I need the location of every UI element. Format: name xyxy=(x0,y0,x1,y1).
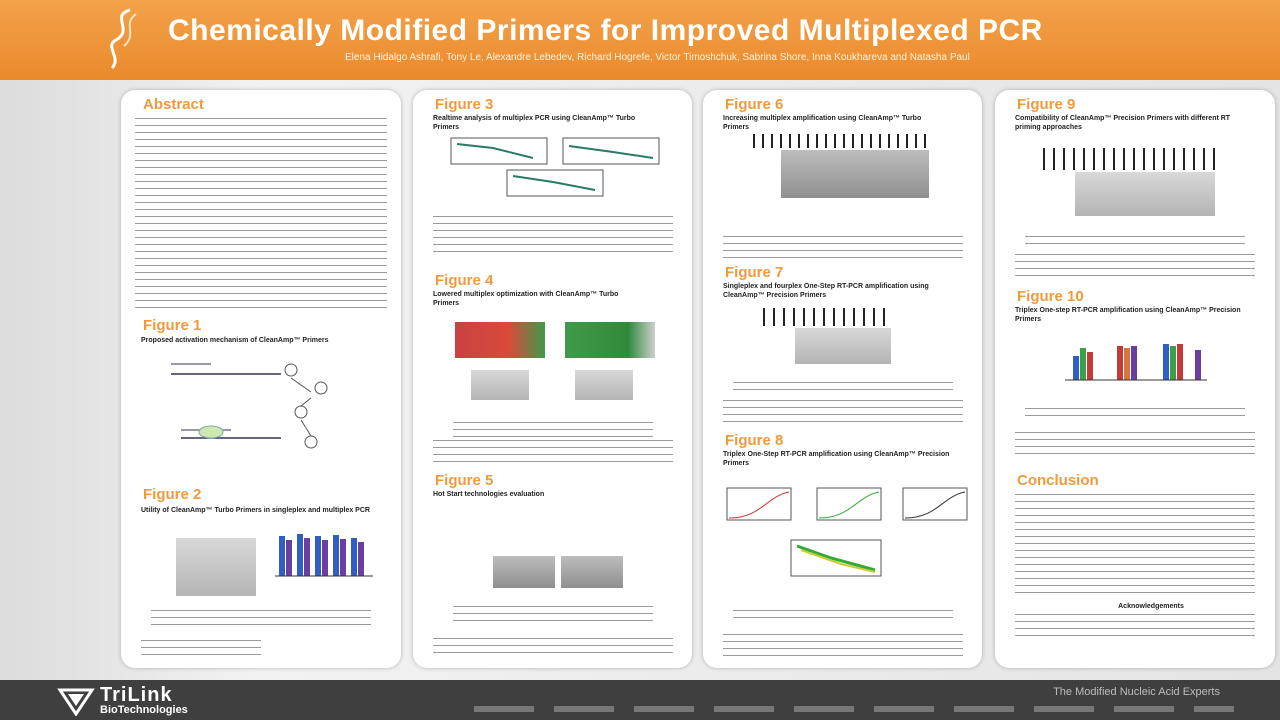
acknowledgements-heading: Acknowledgements xyxy=(1118,603,1184,610)
trilink-swirl-icon xyxy=(110,8,137,70)
figure-4-caption xyxy=(453,422,653,438)
figure-2-heading: Figure 2 xyxy=(143,486,202,503)
figure-7-footnote xyxy=(723,400,963,424)
figure-4-gel-left xyxy=(471,370,529,400)
figure-2-caption xyxy=(151,610,371,626)
figure-4-subtitle: Lowered multiplex optimization with Clea… xyxy=(433,291,619,307)
figure-2-gel xyxy=(176,538,256,596)
figure-7-subtitle: Singleplex and fourplex One-Step RT-PCR … xyxy=(723,283,929,299)
figure-5-subtitle: Hot Start technologies evaluation xyxy=(433,491,545,498)
figure-10-heading: Figure 10 xyxy=(1017,288,1084,305)
figure-6-caption xyxy=(733,210,953,226)
panel-figures-6-8: Figure 6 Increasing multiplex amplificat… xyxy=(703,90,982,668)
figure-6-footnote xyxy=(723,236,963,262)
figure-6-heading: Figure 6 xyxy=(725,96,784,113)
figure-8-footnote xyxy=(723,634,963,656)
figure-5-caption xyxy=(453,606,653,622)
figure-5-gel-right xyxy=(561,556,623,588)
figure-7-heading: Figure 7 xyxy=(725,264,784,281)
abstract-heading: Abstract xyxy=(143,96,204,113)
poster-header xyxy=(0,0,1280,80)
figure-8-caption xyxy=(733,610,953,624)
figure-9-footnote xyxy=(1015,254,1255,276)
figure-4-heatmap-left xyxy=(455,322,545,358)
figure-10-caption xyxy=(1025,408,1245,422)
panel-figures-9-10-conclusion: Figure 9 Compatibility of CleanAmp™ Prec… xyxy=(995,90,1275,668)
panel-abstract: Abstract Figure 1 Proposed activation me… xyxy=(121,90,401,668)
figure-9-heading: Figure 9 xyxy=(1017,96,1076,113)
figure-7-gel xyxy=(795,328,891,364)
abstract-body-text xyxy=(135,118,387,314)
footer-tagline: The Modified Nucleic Acid Experts xyxy=(1053,686,1220,698)
figure-9-gel xyxy=(1075,172,1215,216)
figure-3-realtime-plots xyxy=(450,137,660,197)
trilink-logo-icon xyxy=(57,688,95,716)
footer-contact-line xyxy=(474,706,1234,712)
figure-8-subtitle: Triplex One-Step RT-PCR amplification us… xyxy=(723,451,950,467)
figure-1-mechanism-diagram xyxy=(171,363,328,449)
figure-4-gel-right xyxy=(575,370,633,400)
figure-3-subtitle: Realtime analysis of multiplex PCR using… xyxy=(433,115,636,131)
figure-10-bar-chart xyxy=(1065,344,1207,381)
figure-10-footnote xyxy=(1015,432,1255,458)
conclusion-heading: Conclusion xyxy=(1017,472,1099,489)
figure-9-caption xyxy=(1025,236,1245,250)
footer-brand-subtitle: BioTechnologies xyxy=(100,704,188,716)
poster-authors: Elena Hidalgo Ashrafi, Tony Le, Alexandr… xyxy=(345,52,970,63)
figure-1-subtitle: Proposed activation mechanism of CleanAm… xyxy=(141,337,329,344)
figure-3-heading: Figure 3 xyxy=(435,96,494,113)
conclusion-body-text xyxy=(1015,494,1255,594)
figure-2-bar-chart xyxy=(275,534,373,577)
poster-title: Chemically Modified Primers for Improved… xyxy=(168,14,1043,47)
figure-9-subtitle: Compatibility of CleanAmp™ Precision Pri… xyxy=(1015,115,1231,131)
figure-5-gel-left xyxy=(493,556,555,588)
figure-10-subtitle: Triplex One-step RT-PCR amplification us… xyxy=(1015,307,1241,323)
poster-footer xyxy=(0,680,1280,720)
figure-7-caption xyxy=(733,382,953,396)
figure-4-footnote xyxy=(433,440,673,466)
figure-5-footnote xyxy=(433,638,673,658)
footer-brand-name: TriLink xyxy=(100,684,173,706)
figure-1-heading: Figure 1 xyxy=(143,317,202,334)
figure-8-heading: Figure 8 xyxy=(725,432,784,449)
figure-4-heading: Figure 4 xyxy=(435,272,494,289)
figure-7-lane-markers xyxy=(763,308,893,326)
figure-8-amplification-plots xyxy=(726,487,968,577)
panel-figures-3-5: Figure 3 Realtime analysis of multiplex … xyxy=(413,90,692,668)
figure-4-heatmap-right xyxy=(565,322,655,358)
figure-6-lane-markers xyxy=(753,134,933,148)
figure-5-heading: Figure 5 xyxy=(435,472,494,489)
figure-3-caption xyxy=(433,216,673,256)
acknowledgements-body-text xyxy=(1015,614,1255,640)
figure-9-lane-markers xyxy=(1043,148,1217,170)
figure-6-subtitle: Increasing multiplex amplification using… xyxy=(723,115,922,131)
figure-6-gel xyxy=(781,150,929,198)
figure-2-subtitle: Utility of CleanAmp™ Turbo Primers in si… xyxy=(141,507,370,514)
figure-2-footnote xyxy=(141,640,261,656)
